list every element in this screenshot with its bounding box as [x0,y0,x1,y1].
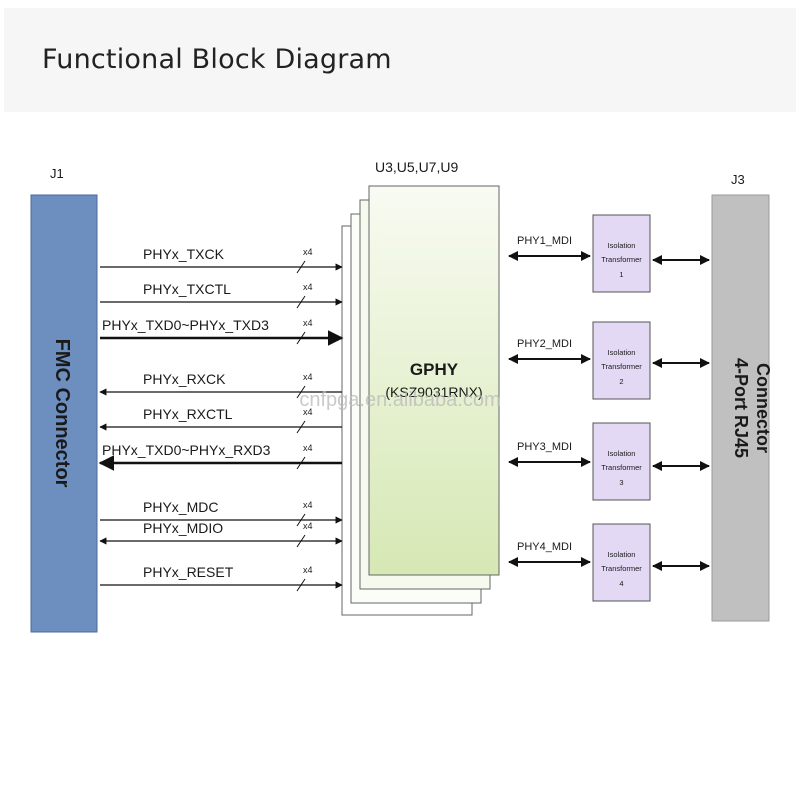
fmc-ref-label: J1 [50,166,64,181]
bus-multiplier-label: x4 [303,521,313,531]
bus-slash [296,260,306,274]
isolation-transformer-3 [592,422,651,501]
bus-multiplier-label: x4 [303,565,313,575]
bus-multiplier-label: x4 [303,318,313,328]
bus-slash [296,534,306,548]
bus-multiplier-label: x4 [303,282,313,292]
signal-label: PHYx_RXCK [143,371,226,387]
rj45-label-line1: 4-Port RJ45 [731,358,751,458]
transformer-label-line2: Transformer [601,463,642,472]
header-band [4,8,796,112]
fmc-connector-block [30,194,98,633]
transformer-number: 2 [619,377,623,386]
signal-label: PHYx_TXCTL [143,281,231,297]
bus-slash [296,513,306,527]
transformer-number: 3 [619,478,623,487]
transformer-number: 4 [619,579,623,588]
isolation-transformer-4 [592,523,651,602]
gphy-part-label: (KSZ9031RNX) [385,384,482,400]
transformer-label-line2: Transformer [601,564,642,573]
transformer-label-line1: Isolation [608,550,636,559]
bus-slash [296,331,306,345]
transformer-number: 1 [619,270,623,279]
signal-label: PHYx_RXCTL [143,406,233,422]
transformer-label-line2: Transformer [601,362,642,371]
transformer-label-line1: Isolation [608,241,636,250]
bus-multiplier-label: x4 [303,247,313,257]
gphy-label: GPHY [410,360,459,379]
page-title: Functional Block Diagram [42,44,392,75]
bus-slash [296,420,306,434]
rj45-label-line2: Connector [753,363,773,453]
gphy-block [368,185,500,576]
bus-multiplier-label: x4 [303,372,313,382]
bus-multiplier-label: x4 [303,500,313,510]
mdi-label: PHY2_MDI [517,338,572,350]
rj45-ref-label: J3 [731,172,745,187]
rj45-connector-block [711,194,770,622]
signal-label: PHYx_MDIO [143,520,223,536]
gphy-refs-label: U3,U5,U7,U9 [375,159,458,175]
isolation-transformer-1 [592,214,651,293]
signal-label: PHYx_RESET [143,564,234,580]
mdi-label: PHY4_MDI [517,541,572,553]
bus-slash [296,578,306,592]
transformer-label-line2: Transformer [601,255,642,264]
bus-slash [296,385,306,399]
bus-slash [296,456,306,470]
transformer-label-line1: Isolation [608,348,636,357]
transformer-label-line1: Isolation [608,449,636,458]
bus-slash [296,295,306,309]
bus-multiplier-label: x4 [303,443,313,453]
signal-label: PHYx_TXD0~PHYx_TXD3 [102,317,269,333]
signal-label: PHYx_TXCK [143,246,225,262]
signal-label: PHYx_TXD0~PHYx_RXD3 [102,442,271,458]
signal-lines: x4PHYx_TXCKx4PHYx_TXCTLx4PHYx_TXD0~PHYx_… [98,246,344,592]
fmc-connector-label: FMC Connector [51,339,73,488]
signal-label: PHYx_MDC [143,499,218,515]
isolation-transformer-2 [592,321,651,400]
bus-multiplier-label: x4 [303,407,313,417]
mdi-label: PHY1_MDI [517,235,572,247]
watermark: cnfpga.en.alibaba.com [299,389,500,411]
mdi-label: PHY3_MDI [517,441,572,453]
